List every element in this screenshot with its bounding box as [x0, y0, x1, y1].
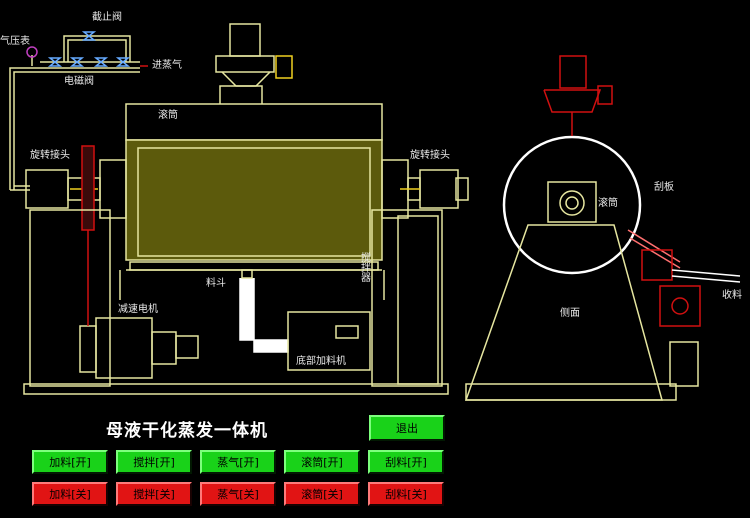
- bottom-feeder: [287, 311, 371, 371]
- scrape-off-button[interactable]: 刮料[关]: [368, 482, 444, 506]
- exit-button[interactable]: 退出: [369, 415, 445, 441]
- stir-on-button[interactable]: 搅拌[开]: [116, 450, 192, 474]
- scrape-on-button[interactable]: 刮料[开]: [368, 450, 444, 474]
- label-drum-side: 滚筒: [598, 196, 618, 209]
- label-bottom-feeder: 底部加料机: [296, 354, 346, 367]
- label-steam-inlet: 进蒸气: [152, 58, 182, 71]
- label-gear-motor: 减速电机: [118, 302, 158, 315]
- label-rotary-joint-left: 旋转接头: [30, 148, 70, 161]
- label-drum-top: 滚筒: [158, 108, 178, 121]
- machine-frame: [23, 209, 449, 395]
- label-side-wall: 侧面: [560, 306, 580, 319]
- label-solenoid-valve: 电磁阀: [64, 74, 94, 87]
- label-rotary-joint-right: 旋转接头: [410, 148, 450, 161]
- stir-off-button[interactable]: 搅拌[关]: [116, 482, 192, 506]
- panel-title: 母液干化蒸发一体机: [106, 421, 268, 441]
- chute: [239, 278, 289, 353]
- feed-off-button[interactable]: 加料[关]: [32, 482, 108, 506]
- label-pressure-gauge: 气压表: [0, 34, 30, 47]
- label-stirrer: 搅拌器: [359, 251, 371, 283]
- steam-off-button[interactable]: 蒸气[关]: [200, 482, 276, 506]
- label-collect: 收料: [722, 288, 742, 301]
- label-scraper: 刮板: [654, 180, 674, 193]
- pressure-gauge-icon: [26, 46, 38, 58]
- drum-on-button[interactable]: 滚筒[开]: [284, 450, 360, 474]
- drum-off-button[interactable]: 滚筒[关]: [284, 482, 360, 506]
- solenoid-valves: [47, 31, 131, 67]
- label-shutoff-valve: 截止阀: [92, 10, 122, 23]
- gear-motor: [79, 230, 199, 379]
- drum-assembly: [25, 23, 469, 271]
- feed-on-button[interactable]: 加料[开]: [32, 450, 108, 474]
- label-hopper: 料斗: [206, 276, 226, 289]
- side-view: [464, 55, 741, 401]
- steam-on-button[interactable]: 蒸气[开]: [200, 450, 276, 474]
- drive-gear: [81, 145, 95, 231]
